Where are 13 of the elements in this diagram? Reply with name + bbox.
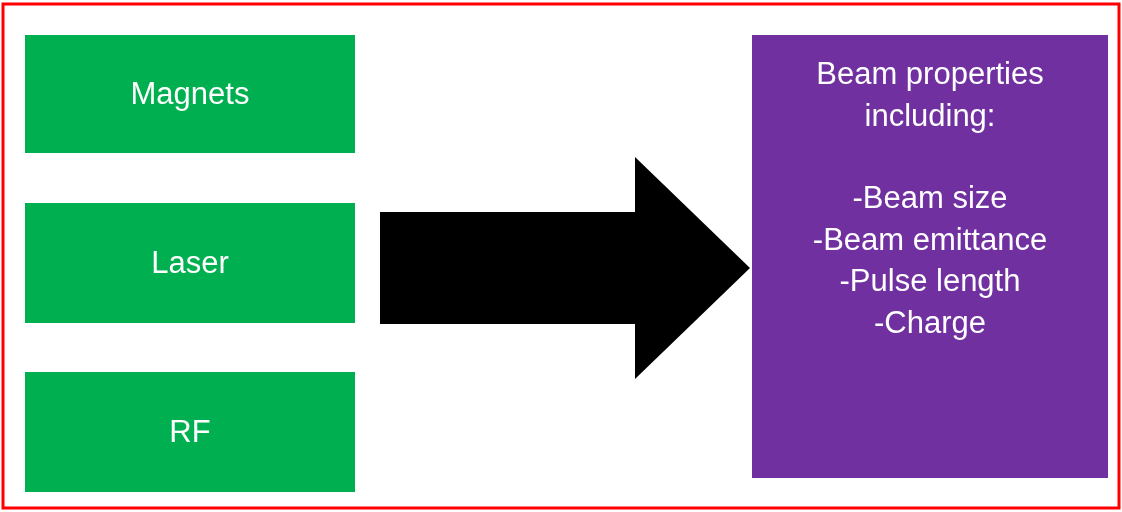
list-item: -Beam emittance [812, 220, 1048, 259]
list-item: -Beam size [852, 178, 1008, 217]
block-arrow [380, 157, 750, 379]
list-item: -Pulse length [839, 262, 1021, 301]
list-item: -Charge [874, 304, 986, 343]
node-label: Magnets [130, 75, 250, 114]
node-label: RF [169, 413, 211, 452]
process-box [25, 372, 355, 492]
process-box [25, 203, 355, 323]
heading-text: Beam properties including: [815, 55, 1045, 135]
node-label: Laser [151, 244, 229, 283]
result-box [752, 35, 1108, 478]
process-box [25, 35, 355, 153]
